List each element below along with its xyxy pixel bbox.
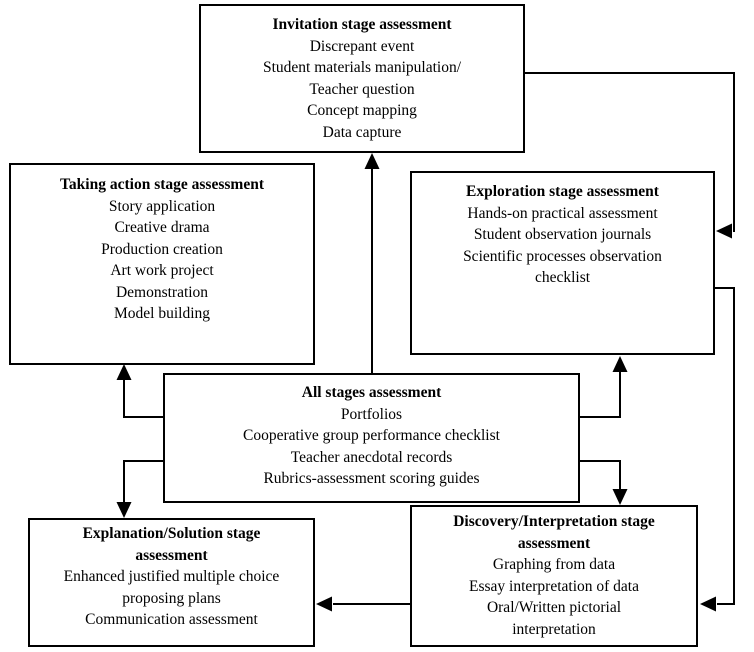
box-line: Hands-on practical assessment (467, 204, 658, 222)
box-line: Enhanced justified multiple choice (63, 568, 280, 585)
exploration-stage-box: Exploration stage assessment Hands-on pr… (410, 171, 715, 355)
arrow-all-to-exploration (580, 356, 628, 418)
invitation-box-title: Invitation stage assessment (272, 16, 452, 33)
box-line: Data capture (322, 123, 402, 141)
discovery-box-title: Discovery/Interpretation stage assessmen… (453, 513, 655, 552)
discovery-interpretation-stage-box: Discovery/Interpretation stage assessmen… (410, 505, 698, 647)
all-stages-box-title: All stages assessment (301, 384, 442, 401)
box-line: Student materials manipulation/ (262, 59, 462, 76)
box-line: Cooperative group performance checklist (243, 427, 500, 444)
exploration-box-title: Exploration stage assessment (466, 183, 659, 200)
box-line: Graphing from data (492, 556, 616, 573)
taking-action-box-title: Taking action stage assessment (60, 176, 264, 193)
box-line: Art work project (110, 262, 214, 279)
box-line: Portfolios (340, 405, 403, 423)
arrow-invitation-to-exploration (525, 72, 735, 239)
box-line: Teacher anecdotal records (290, 448, 453, 466)
invitation-stage-box: Invitation stage assessment Discrepant e… (199, 4, 525, 153)
arrow-all-to-taking-action (116, 364, 163, 418)
arrow-all-to-explanation (116, 460, 163, 518)
arrow-all-to-discovery (580, 460, 628, 505)
box-line: Production creation (101, 240, 223, 258)
all-stages-box: All stages assessment Portfolios Coopera… (163, 373, 580, 503)
box-line: Student observation journals (473, 226, 652, 243)
box-line: Rubrics-assessment scoring guides (263, 470, 480, 487)
arrow-discovery-to-explanation (316, 596, 410, 612)
box-line: Scientific processes observation (463, 247, 662, 265)
box-line: Model building (113, 305, 210, 322)
taking-action-stage-box: Taking action stage assessment Story app… (9, 163, 315, 365)
arrow-exploration-to-discovery (700, 287, 735, 612)
arrow-all-to-invitation (364, 153, 380, 373)
explanation-box-title: Explanation/Solution stage assessment (82, 525, 261, 564)
box-line: Teacher question (309, 80, 415, 98)
box-line: Story application (108, 197, 216, 215)
box-line: Essay interpretation of data (468, 577, 639, 595)
box-line: proposing plans (122, 589, 221, 607)
box-line: Demonstration (115, 283, 209, 301)
box-line: Concept mapping (307, 102, 417, 119)
box-line: interpretation (512, 620, 596, 638)
explanation-solution-stage-box: Explanation/Solution stage assessment En… (28, 518, 315, 647)
box-line: Creative drama (114, 219, 210, 236)
box-line: Communication assessment (85, 611, 258, 628)
box-line: Discrepant event (309, 37, 415, 55)
box-line: checklist (534, 269, 591, 286)
box-line: Oral/Written pictorial (486, 599, 622, 616)
